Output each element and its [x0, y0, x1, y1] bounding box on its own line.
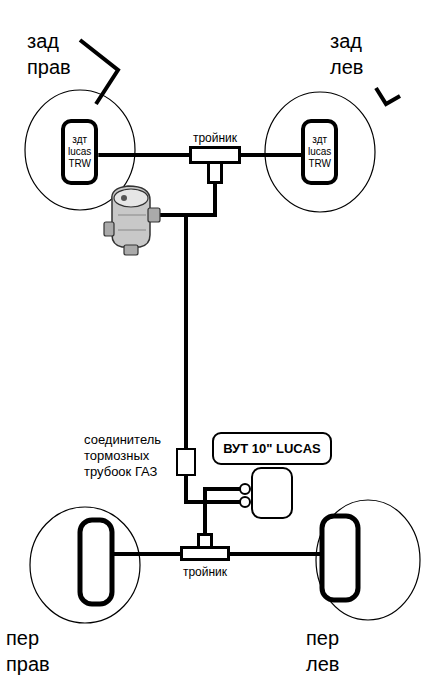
tee-body [191, 148, 240, 163]
cylinder-body [252, 468, 292, 518]
regulator-bolt [121, 195, 127, 201]
wheel-outline [316, 500, 420, 620]
front-caliper [322, 516, 358, 600]
brake-line [112, 552, 184, 556]
front-caliper [80, 520, 112, 604]
master-cylinder [212, 465, 332, 523]
regulator-cap [114, 189, 148, 207]
regulator-port [148, 208, 160, 222]
tee-label: тройник [180, 565, 230, 580]
regulator-port [124, 245, 138, 255]
regulator-detail [118, 215, 146, 216]
caliper-box: здт lucas TRW [61, 119, 98, 185]
pointer-stroke [376, 88, 400, 104]
wheel-label: зад прав [27, 28, 71, 80]
regulator-body [112, 186, 150, 247]
coupler-text: соединитель тормозных трубоок ГАЗ [84, 432, 172, 480]
brake-line [212, 487, 242, 491]
caliper-text: здт lucas TRW [308, 134, 331, 170]
tee-symbol [180, 533, 230, 561]
tee-label: тройник [189, 131, 241, 146]
regulator-detail [118, 230, 146, 231]
pressure-regulator [104, 186, 160, 255]
brake-line [186, 184, 215, 448]
tee-symbol [189, 146, 241, 184]
brake-line [98, 153, 189, 157]
cylinder-port [240, 497, 250, 507]
brake-line [156, 213, 188, 217]
regulator-port [104, 222, 114, 236]
booster-label: ВУТ 10" LUCAS [218, 441, 326, 456]
brake-line [212, 500, 242, 504]
brake-booster: ВУТ 10" LUCAS [212, 432, 332, 523]
wheel-label: пер прав [6, 625, 50, 677]
coupler-box [176, 448, 196, 476]
brake-line [205, 489, 212, 533]
wheel-outline [30, 507, 140, 623]
cylinder-port [240, 484, 250, 494]
tee-stem [209, 162, 222, 183]
tee-body [182, 548, 229, 560]
wheel-label: зад лев [330, 28, 363, 80]
wheel-label: пер лев [306, 625, 339, 677]
pipe-coupler: соединитель тормозных трубоок ГАЗ [84, 432, 196, 480]
coupler-label: соединитель тормозных трубоок ГАЗ [84, 432, 172, 480]
tee-fitting: тройник [189, 131, 241, 184]
brake-line [241, 153, 301, 157]
brake-line [226, 552, 324, 556]
caliper-text: здт lucas TRW [68, 134, 91, 170]
tee-fitting: тройник [180, 533, 230, 580]
caliper-box: здт lucas TRW [301, 119, 338, 185]
wheel-outline [265, 92, 375, 212]
pointer-stroke [80, 40, 118, 104]
booster-label-box: ВУТ 10" LUCAS [212, 432, 332, 465]
